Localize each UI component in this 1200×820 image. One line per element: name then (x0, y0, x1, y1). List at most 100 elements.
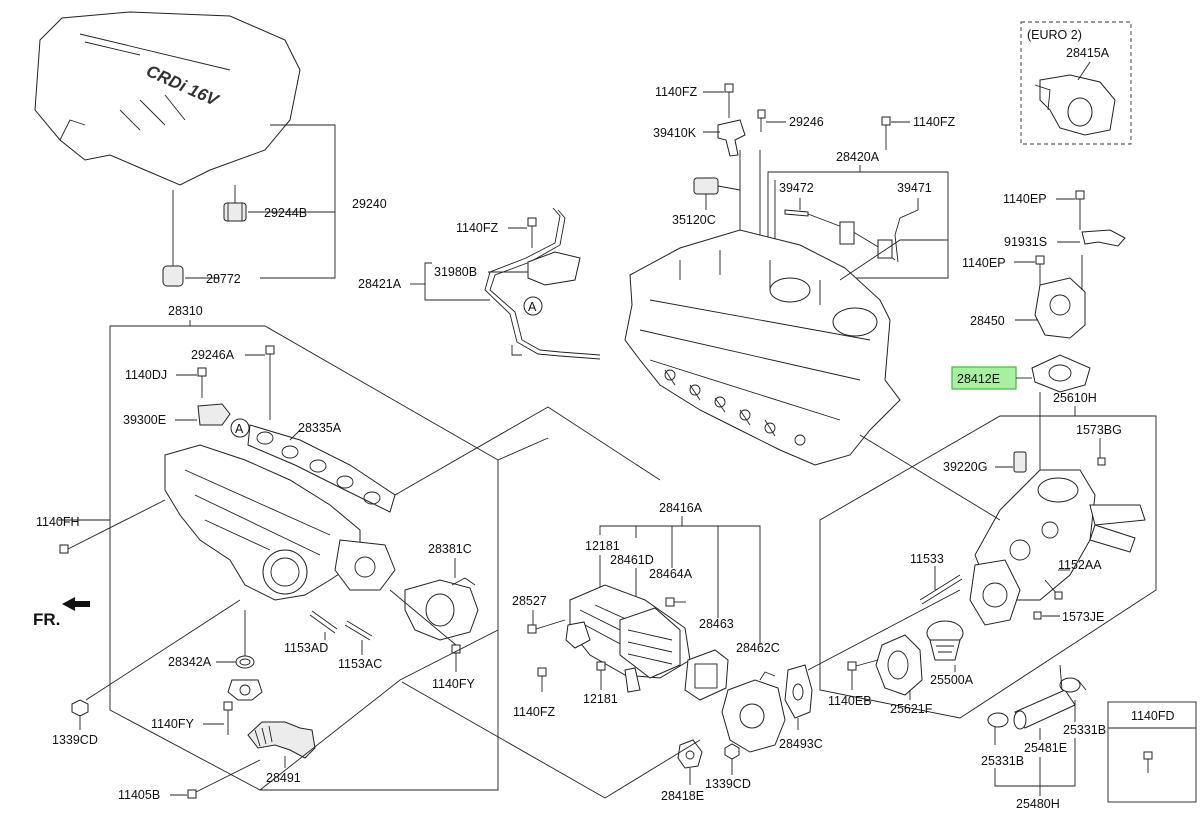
label-1140FY-hose[interactable]: 1140FY (151, 717, 195, 731)
bracket-39410K[interactable] (717, 119, 746, 157)
label-39472[interactable]: 39472 (779, 181, 814, 195)
label-29246[interactable]: 29246 (789, 115, 824, 129)
flange-28342[interactable] (227, 679, 263, 701)
stud-1153AC[interactable] (344, 620, 373, 641)
label-1140EP-top[interactable]: 1140EP (1003, 192, 1047, 206)
label-31980B[interactable]: 31980B (434, 265, 477, 279)
sensor-pipe-28420A[interactable] (784, 209, 919, 263)
label-1140EP-lower[interactable]: 1140EP (962, 256, 1006, 270)
grommet-29244B[interactable] (223, 202, 247, 222)
label-35120C[interactable]: 35120C (672, 213, 716, 227)
stud-11533[interactable] (919, 574, 963, 605)
gasket-25621F[interactable] (875, 634, 923, 696)
cylinder-head[interactable] (624, 229, 901, 466)
egr-valve-28462C[interactable] (721, 671, 786, 753)
label-28416A[interactable]: 28416A (659, 501, 703, 515)
label-28381C[interactable]: 28381C (428, 542, 472, 556)
label-28461D[interactable]: 28461D (610, 553, 654, 567)
water-outlet-housing[interactable] (969, 469, 1146, 626)
label-25331B-right[interactable]: 25331B (1063, 723, 1106, 737)
label-1140FH[interactable]: 1140FH (36, 515, 80, 529)
bolt-1140FZ-right[interactable] (881, 116, 891, 150)
label-1153AC[interactable]: 1153AC (338, 657, 382, 671)
sensor-39220G[interactable] (1013, 451, 1027, 473)
pipe-28421A[interactable] (484, 207, 601, 360)
bolt-1140FY-hose[interactable] (223, 701, 233, 735)
label-91931S[interactable]: 91931S (1004, 235, 1047, 249)
label-25610H[interactable]: 25610H (1053, 391, 1097, 405)
bracket-91931S[interactable] (1081, 229, 1126, 247)
label-29240[interactable]: 29240 (352, 197, 387, 211)
label-1339CD-egr[interactable]: 1339CD (705, 777, 751, 791)
stud-1153AD[interactable] (309, 610, 338, 634)
label-28421A[interactable]: 28421A (358, 277, 402, 291)
label-1140FZ-egr[interactable]: 1140FZ (513, 705, 556, 719)
egr-cooler[interactable] (565, 584, 691, 693)
label-39300E[interactable]: 39300E (123, 413, 166, 427)
gasket-28493C[interactable] (784, 664, 813, 719)
intake-manifold[interactable] (164, 444, 396, 601)
label-29244B[interactable]: 29244B (264, 206, 307, 220)
label-28462C[interactable]: 28462C (736, 641, 780, 655)
bolt-1140FY-tb[interactable] (451, 644, 461, 672)
grommet-28772[interactable] (162, 265, 184, 287)
label-25621F[interactable]: 25621F (890, 702, 933, 716)
bolt-1140FZ-egr[interactable] (537, 667, 547, 692)
part-28415A[interactable] (1034, 74, 1116, 136)
label-29246A[interactable]: 29246A (191, 348, 235, 362)
label-28418E[interactable]: 28418E (661, 789, 704, 803)
bolt-12181-lower[interactable] (596, 661, 606, 690)
o-ring-28342A[interactable] (235, 655, 255, 669)
bolt-1573BG[interactable] (1097, 457, 1106, 466)
label-39410K[interactable]: 39410K (653, 126, 697, 140)
gasket-28412E[interactable] (1031, 354, 1091, 393)
bolt-1140EB[interactable] (847, 659, 879, 690)
label-1140FD[interactable]: 1140FD (1131, 709, 1175, 723)
label-39471[interactable]: 39471 (897, 181, 932, 195)
label-1152AA[interactable]: 1152AA (1058, 558, 1102, 572)
throttle-body-28381C[interactable] (404, 577, 479, 641)
bolt-1152AA[interactable] (1044, 579, 1063, 600)
gasket-28335A[interactable] (247, 424, 396, 513)
bolt-1140EP-lower[interactable] (1035, 255, 1045, 285)
thermostat-25500A[interactable] (926, 620, 964, 661)
label-28450[interactable]: 28450 (970, 314, 1005, 328)
label-39220G[interactable]: 39220G (943, 460, 987, 474)
bolt-1573JE[interactable] (1033, 611, 1042, 620)
bolt-1140FZ-pipe[interactable] (527, 217, 537, 248)
bolt-1140FZ-top[interactable] (724, 83, 734, 118)
label-1573BG[interactable]: 1573BG (1076, 423, 1122, 437)
nut-1339CD-egr[interactable] (724, 743, 740, 760)
bolt-1140EP-top[interactable] (1075, 190, 1085, 230)
label-28464A[interactable]: 28464A (649, 567, 693, 581)
bolt-1140FH[interactable] (59, 499, 166, 554)
label-28420A[interactable]: 28420A (836, 150, 880, 164)
label-25480H[interactable]: 25480H (1016, 797, 1060, 811)
label-28310[interactable]: 28310 (168, 304, 203, 318)
clamp-25331B-right[interactable] (1059, 677, 1087, 693)
bolt-29246A[interactable] (265, 345, 275, 420)
label-1573JE[interactable]: 1573JE (1062, 610, 1104, 624)
sensor-35120C[interactable] (693, 177, 741, 195)
label-25500A[interactable]: 25500A (930, 673, 974, 687)
clamp-25331B-left[interactable] (987, 712, 1009, 728)
label-11533[interactable]: 11533 (910, 552, 944, 566)
label-28342A[interactable]: 28342A (168, 655, 212, 669)
label-12181-top[interactable]: 12181 (585, 539, 620, 553)
label-1140FZ-top[interactable]: 1140FZ (655, 85, 698, 99)
hose-28491[interactable] (247, 721, 316, 759)
label-28527[interactable]: 28527 (512, 594, 547, 608)
label-25331B-left[interactable]: 25331B (981, 754, 1024, 768)
sensor-39300E[interactable] (197, 403, 231, 426)
label-28415A[interactable]: 28415A (1066, 46, 1110, 60)
gasket-28418E[interactable] (677, 739, 703, 769)
bolt-1140DJ[interactable] (197, 367, 207, 398)
label-11405B[interactable]: 11405B (118, 788, 160, 802)
bolt-28464A[interactable] (665, 597, 686, 607)
bolt-1140FD[interactable] (1143, 751, 1153, 773)
bolt-29246[interactable] (757, 109, 766, 132)
label-1140FY-tb[interactable]: 1140FY (432, 677, 476, 691)
label-1140EB[interactable]: 1140EB (828, 694, 872, 708)
label-25481E[interactable]: 25481E (1024, 741, 1067, 755)
bolt-11405B[interactable] (187, 789, 197, 799)
